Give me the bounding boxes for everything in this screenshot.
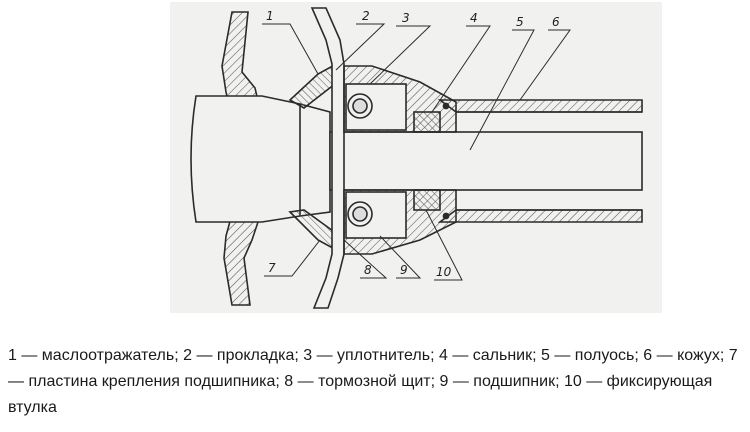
callout-7: 7 <box>268 261 276 275</box>
brake-shield <box>310 7 345 309</box>
legend-item-7: 7 — пластина крепления подшипника; <box>8 347 738 390</box>
oil-seal-top <box>413 111 441 133</box>
callout-labels: 1 2 3 4 5 6 7 8 9 10 <box>266 9 560 279</box>
legend-item-1: 1 — маслоотражатель; <box>8 347 179 364</box>
oil-seal-bottom <box>413 189 441 211</box>
callout-6: 6 <box>552 15 560 29</box>
parts-legend-caption: 1 — маслоотражатель; 2 — прокладка; 3 — … <box>8 343 738 421</box>
legend-item-5: 5 — полуось; <box>541 347 639 364</box>
legend-item-2: 2 — прокладка; <box>183 347 299 364</box>
callout-10: 10 <box>436 265 452 279</box>
legend-item-9: 9 — подшипник; <box>439 373 560 390</box>
legend-item-4: 4 — сальник; <box>438 347 537 364</box>
legend-item-3: 3 — уплотнитель; <box>303 347 435 364</box>
callout-1: 1 <box>266 9 274 23</box>
callout-9: 9 <box>400 263 408 277</box>
drawing-lines <box>190 7 643 309</box>
callout-5: 5 <box>516 15 524 29</box>
leader-lines <box>262 23 571 281</box>
callout-8: 8 <box>364 263 372 277</box>
axle-shaft-diagram: 1 2 3 4 5 6 7 8 9 10 <box>170 2 662 313</box>
callout-4: 4 <box>470 11 478 25</box>
callout-3: 3 <box>402 11 410 25</box>
legend-item-6: 6 — кожух; <box>643 347 725 364</box>
legend-item-8: 8 — тормозной щит; <box>284 373 436 390</box>
axle-shaft <box>329 131 643 191</box>
hub-boss <box>190 95 331 223</box>
legend-item-10: 10 — фиксирующая втулка <box>8 373 713 416</box>
axle-casing <box>437 99 643 113</box>
callout-2: 2 <box>362 9 370 23</box>
